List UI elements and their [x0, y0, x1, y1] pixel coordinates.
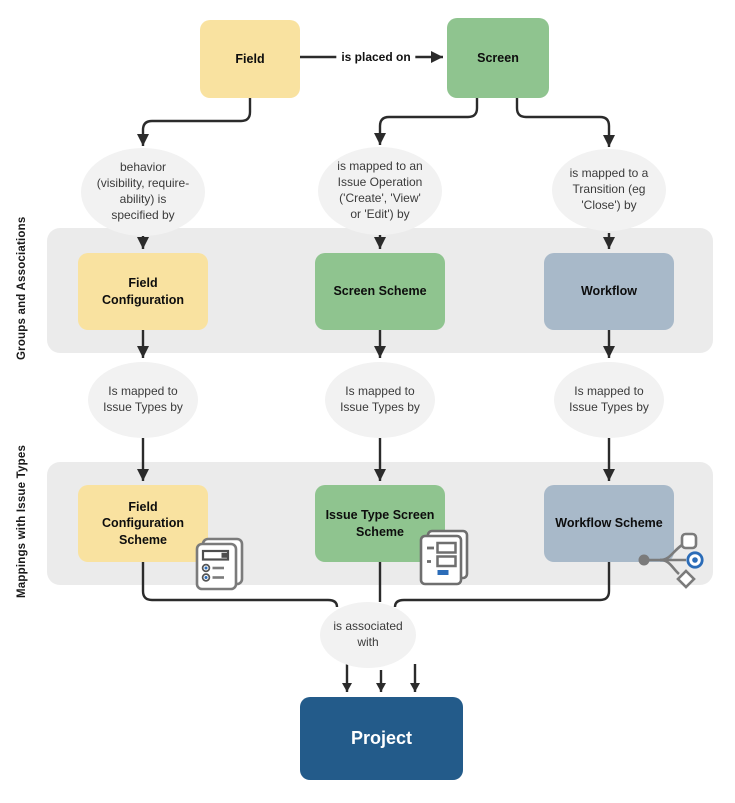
edge-label-is-placed-on: is placed on — [336, 50, 416, 64]
relation-associated-with-text: is associated with — [333, 619, 403, 649]
relation-behavior-text: behavior (visibility, require- ability) … — [96, 160, 190, 222]
relation-issue-types-workflow-text: Is mapped to Issue Types by — [569, 384, 649, 414]
screens-stack-icon — [419, 529, 469, 586]
node-field-configuration-scheme: Field Configuration Scheme — [78, 485, 208, 562]
relation-associated-with: is associated with — [320, 602, 416, 668]
relation-issue-operation: is mapped to an Issue Operation ('Create… — [318, 147, 442, 235]
form-fields-icon — [195, 537, 244, 591]
relation-issue-types-workflow: Is mapped to Issue Types by — [554, 362, 664, 438]
node-workflow: Workflow — [544, 253, 674, 330]
relation-behavior: behavior (visibility, require- ability) … — [81, 148, 205, 236]
node-field-configuration: Field Configuration — [78, 253, 208, 330]
node-issue-type-screen-scheme: Issue Type Screen Scheme — [315, 485, 445, 562]
workflow-branch-icon — [638, 532, 704, 589]
relation-issue-types-field-text: Is mapped to Issue Types by — [103, 384, 183, 414]
node-screen: Screen — [447, 18, 549, 98]
relation-transition-text: is mapped to a Transition (eg 'Close') b… — [569, 166, 649, 212]
relation-issue-types-screen: Is mapped to Issue Types by — [325, 362, 435, 438]
node-workflow-scheme: Workflow Scheme — [544, 485, 674, 562]
node-field: Field — [200, 20, 300, 98]
relation-issue-operation-text: is mapped to an Issue Operation ('Create… — [337, 159, 423, 221]
node-project: Project — [300, 697, 463, 780]
relation-issue-types-field: Is mapped to Issue Types by — [88, 362, 198, 438]
relation-transition: is mapped to a Transition (eg 'Close') b… — [552, 149, 666, 231]
node-screen-scheme: Screen Scheme — [315, 253, 445, 330]
relation-issue-types-screen-text: Is mapped to Issue Types by — [340, 384, 420, 414]
